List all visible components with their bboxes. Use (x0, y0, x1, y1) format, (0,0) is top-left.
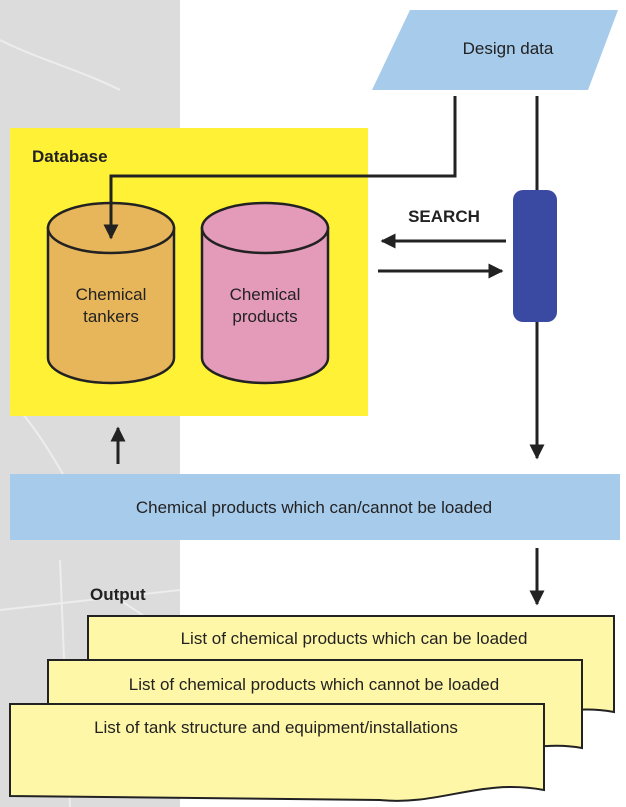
product-cylinder: Chemical products (200, 201, 330, 385)
result-bar (10, 474, 620, 540)
output-doc-3-label: List of tank structure and equipment/ins… (94, 718, 458, 737)
search-label: SEARCH (408, 207, 480, 226)
design-to-tanker-arrow (103, 96, 457, 240)
design-data-label: Design data (463, 39, 554, 58)
tanker-label-2: tankers (83, 307, 139, 326)
output-doc-1-label: List of chemical products which can be l… (181, 629, 528, 648)
tanker-cylinder: Chemical tankers (46, 201, 176, 385)
database-title: Database (32, 147, 108, 166)
result-bar-label: Chemical products which can/cannot be lo… (136, 498, 492, 517)
product-label-1: Chemical (230, 285, 301, 304)
output-title: Output (90, 585, 146, 604)
map-lines (0, 39, 181, 807)
product-label-2: products (232, 307, 297, 326)
design-data-shape (372, 10, 618, 90)
output-doc-2-label: List of chemical products which cannot b… (129, 675, 499, 694)
tanker-label-1: Chemical (76, 285, 147, 304)
output-doc-3 (9, 703, 545, 802)
search-pill (513, 190, 557, 322)
